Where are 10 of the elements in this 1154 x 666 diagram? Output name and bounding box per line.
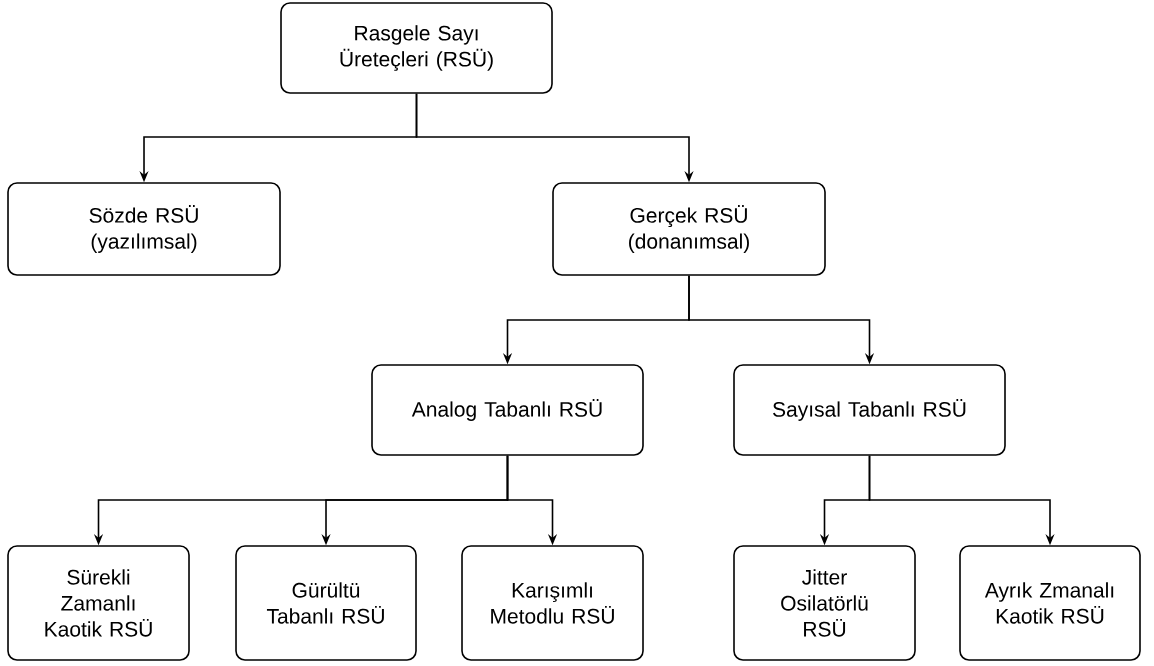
process-box: Sürekli Zamanlı Kaotik RSÜ	[7, 545, 190, 661]
process-box: Sayısal Tabanlı RSÜ	[733, 364, 1006, 456]
process-box: Jitter Osilatörlü RSÜ	[733, 545, 916, 661]
process-box: Ayrık Zmanalı Kaotik RSÜ	[959, 545, 1141, 661]
process-box: Gürültü Tabanlı RSÜ	[235, 545, 417, 661]
process-box: Sözde RSÜ (yazılımsal)	[7, 182, 281, 276]
process-box: Gerçek RSÜ (donanımsal)	[552, 182, 826, 276]
process-box: Karışımlı Metodlu RSÜ	[461, 545, 644, 661]
process-box: Analog Tabanlı RSÜ	[371, 364, 644, 456]
process-box: Rasgele Sayı Üreteçleri (RSÜ)	[280, 2, 553, 94]
